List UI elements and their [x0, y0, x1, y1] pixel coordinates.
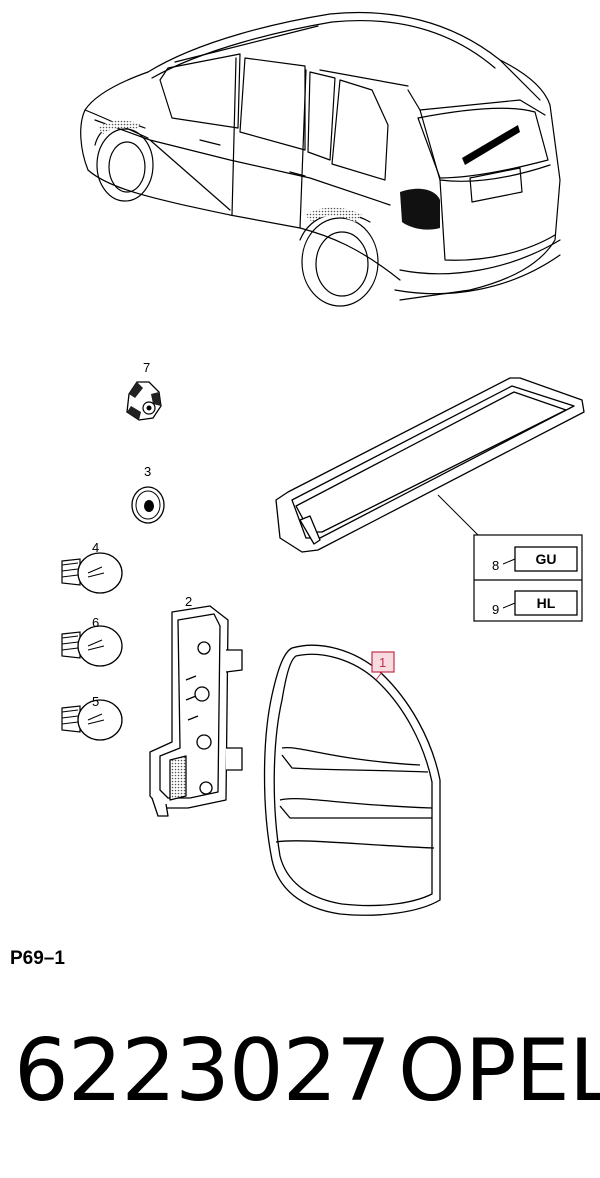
knob-nut-part: [126, 381, 162, 421]
part-1-leader-line: [375, 671, 383, 681]
vehicle-illustration: [80, 11, 561, 307]
brand-name: OPEL: [398, 1021, 600, 1121]
callout-1: 1: [379, 655, 386, 670]
bulb-part-4: [61, 552, 123, 594]
callout-5: 5: [92, 694, 99, 709]
high-mounted-brake-light-part: [275, 377, 585, 553]
callout-7: 7: [143, 360, 150, 375]
wheel-arch-shading-front: [98, 120, 140, 134]
callout-4: 4: [92, 540, 99, 555]
callout-8: 8: [492, 558, 499, 573]
bulb-part-5: [61, 699, 123, 741]
callout-3: 3: [144, 464, 151, 479]
grommet-part: [131, 486, 165, 524]
parts-diagram: 7 3 4 6 5 2 1 8 9 GU HL: [61, 11, 585, 916]
page-code: P69–1: [10, 948, 65, 969]
callout-2: 2: [185, 594, 192, 609]
variant-box: [473, 534, 583, 622]
brake-light-leader-line: [437, 494, 510, 536]
high-brake-light-on-vehicle: [462, 125, 520, 165]
variant-code-hl: HL: [537, 595, 556, 611]
tail-light-on-vehicle: [400, 188, 440, 230]
bulb-part-6: [61, 625, 123, 667]
wheel-arch-shading-rear: [305, 207, 362, 222]
tail-light-part: [263, 644, 441, 916]
part-1-highlight-box: [371, 651, 395, 673]
bulb-holder-part: [149, 605, 243, 817]
part-number: 6223027: [14, 1021, 391, 1121]
callout-6: 6: [92, 615, 99, 630]
callout-9: 9: [492, 602, 499, 617]
variant-code-gu: GU: [536, 551, 557, 567]
